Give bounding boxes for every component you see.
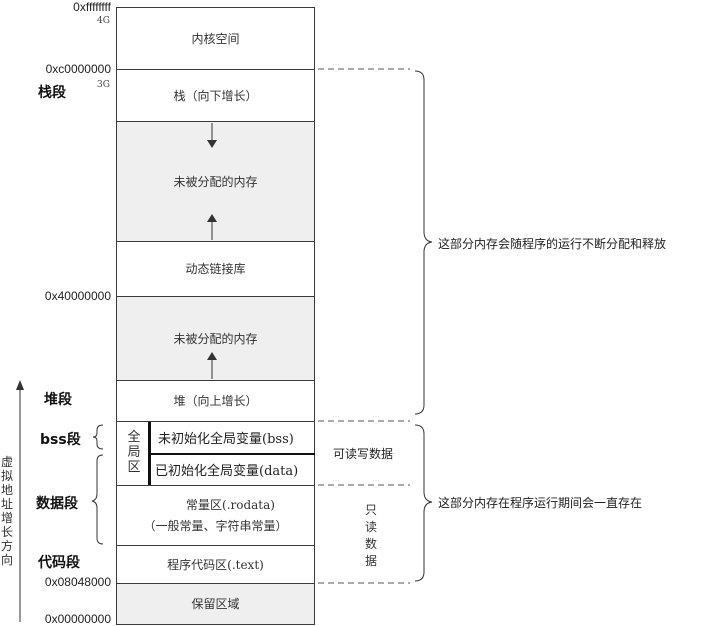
address-code-start: 0x08048000 xyxy=(44,575,111,589)
divider-global xyxy=(116,485,315,486)
reserved-segment: 保留区域 xyxy=(116,583,315,625)
stack-label: 栈（向下增长） xyxy=(173,88,258,103)
shared-lib-label: 动态链接库 xyxy=(185,262,246,276)
size-3g: 3G xyxy=(97,80,110,90)
data-label: 已初始化全局变量(data) xyxy=(155,464,299,479)
divider-top xyxy=(116,7,315,8)
read-only-label: 只读数据 xyxy=(364,503,377,568)
text-segment: 程序代码区(.text) xyxy=(116,545,315,583)
data-segment-label: 数据段 xyxy=(36,496,78,512)
address-mid: 0x40000000 xyxy=(44,289,111,303)
size-4g: 4G xyxy=(97,16,110,26)
heap-up-arrow-top xyxy=(207,214,217,240)
kernel-space-label: 内核空间 xyxy=(191,31,240,46)
divider-lib xyxy=(116,296,315,297)
divider-rodata xyxy=(116,545,315,546)
bss-segment-label: bss段 xyxy=(40,432,81,448)
address-kernel-start: 0xc0000000 xyxy=(45,62,111,76)
global-area-box xyxy=(117,421,151,485)
divider-bss-data xyxy=(151,453,315,455)
unallocated-bottom-segment: 未被分配的内存 xyxy=(116,296,315,380)
divider-heap xyxy=(116,421,315,422)
code-segment-label: 代码段 xyxy=(38,555,80,571)
text-label: 程序代码区(.text) xyxy=(167,557,264,572)
static-memory-note: 这部分内存在程序运行期间会一直存在 xyxy=(438,496,643,510)
global-area-label: 全局区 xyxy=(127,430,141,475)
divider-kernel xyxy=(116,69,315,70)
divider-unalloc2 xyxy=(116,380,315,381)
address-growth-label: 虚拟地址增长方向 xyxy=(0,455,13,567)
shared-lib-segment: 动态链接库 xyxy=(116,241,315,296)
heap-segment: 堆（向上增长） xyxy=(116,380,315,421)
rodata-segment: 常量区(.rodata) （一般常量、字符串常量） xyxy=(116,485,315,545)
dynamic-memory-note: 这部分内存会随程序的运行不断分配和释放 xyxy=(438,237,667,251)
address-top: 0xffffffff xyxy=(73,0,111,14)
address-zero: 0x00000000 xyxy=(44,612,111,626)
heap-segment-label: 堆段 xyxy=(44,392,72,408)
reserved-label: 保留区域 xyxy=(191,597,240,611)
divider-stack xyxy=(116,121,315,122)
stack-segment-label: 栈段 xyxy=(38,85,66,101)
stack-segment: 栈（向下增长） xyxy=(116,69,315,121)
heap-label: 堆（向上增长） xyxy=(173,394,258,408)
rodata-label-line1: 常量区(.rodata) xyxy=(186,498,275,512)
divider-unalloc1 xyxy=(116,241,315,242)
address-growth-arrow xyxy=(16,380,24,622)
stack-down-arrow xyxy=(207,123,217,148)
unallocated-top-label: 未被分配的内存 xyxy=(173,174,258,189)
rodata-label-line2: （一般常量、字符串常量） xyxy=(143,519,288,533)
read-write-label: 可读写数据 xyxy=(333,447,394,461)
bss-label: 未初始化全局变量(bss) xyxy=(158,432,294,447)
heap-up-arrow-bottom xyxy=(207,352,217,379)
divider-text xyxy=(116,583,315,584)
kernel-space-segment: 内核空间 xyxy=(116,7,315,69)
unallocated-bottom-label: 未被分配的内存 xyxy=(173,331,258,346)
